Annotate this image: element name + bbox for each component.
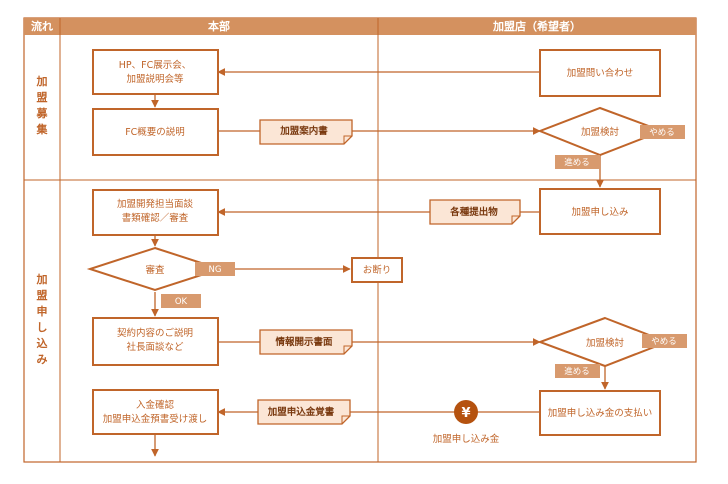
svg-text:募: 募	[36, 106, 49, 120]
svg-text:盟: 盟	[37, 289, 48, 302]
lane-recruit-label: 加 盟 募 集	[36, 74, 49, 136]
money-label: 加盟申し込み金	[433, 433, 500, 445]
doc-guide: 加盟案内書	[259, 119, 353, 145]
doc-receipt: 加盟申込金覚書	[257, 399, 351, 425]
tag-stop-1: やめる	[640, 125, 685, 139]
svg-text:契約内容のご説明: 契約内容のご説明	[117, 327, 193, 339]
lane-apply-label: 加 盟 申 し 込 み	[36, 272, 48, 366]
svg-text:加: 加	[36, 272, 48, 286]
tag-ng: NG	[195, 262, 235, 276]
svg-text:NG: NG	[209, 265, 222, 275]
node-apply: 加盟申し込み	[539, 188, 661, 235]
svg-text:OK: OK	[175, 297, 188, 307]
svg-text:やめる: やめる	[651, 337, 677, 347]
header-flow: 流れ	[31, 19, 53, 33]
tag-stop-2: やめる	[642, 334, 687, 348]
tag-proceed-1: 進める	[555, 155, 600, 169]
svg-text:各種提出物: 各種提出物	[449, 206, 498, 218]
svg-text:FC概要の説明: FC概要の説明	[125, 126, 185, 138]
node-hp-events: HP、FC展示会、 加盟説明会等	[92, 49, 219, 95]
doc-submissions: 各種提出物	[429, 199, 521, 225]
svg-text:情報開示書面: 情報開示書面	[274, 336, 333, 348]
svg-text:進める: 進める	[564, 158, 590, 168]
svg-text:加盟問い合わせ: 加盟問い合わせ	[567, 67, 634, 79]
svg-text:加盟検討: 加盟検討	[581, 126, 620, 138]
svg-text:加: 加	[36, 74, 48, 88]
node-contract: 契約内容のご説明 社長面談など	[92, 317, 219, 366]
svg-text:申: 申	[37, 304, 48, 318]
node-receipt: 入金確認 加盟申込金預書受け渡し	[92, 389, 219, 435]
svg-text:書類確認／審査: 書類確認／審査	[122, 212, 189, 224]
svg-text:加盟申し込み金の支払い: 加盟申し込み金の支払い	[548, 407, 653, 419]
tag-ok: OK	[161, 294, 201, 308]
node-pay: 加盟申し込み金の支払い	[539, 390, 661, 436]
svg-text:社長面談など: 社長面談など	[126, 341, 184, 353]
header-store: 加盟店（希望者）	[492, 19, 581, 33]
svg-text:加盟検討: 加盟検討	[586, 337, 625, 349]
doc-disclosure: 情報開示書面	[259, 329, 353, 355]
svg-text:加盟申し込み: 加盟申し込み	[571, 206, 628, 218]
node-decline: お断り	[351, 257, 403, 283]
svg-text:やめる: やめる	[649, 128, 675, 138]
svg-text:¥: ¥	[461, 406, 470, 421]
svg-text:加盟開発担当面談: 加盟開発担当面談	[117, 198, 194, 210]
svg-text:集: 集	[36, 122, 49, 136]
svg-text:加盟申込金覚書: 加盟申込金覚書	[267, 406, 335, 418]
svg-text:HP、FC展示会、: HP、FC展示会、	[119, 59, 191, 71]
svg-text:し: し	[37, 321, 48, 334]
header-hq: 本部	[208, 19, 230, 33]
svg-text:お断り: お断り	[363, 264, 392, 276]
node-fc-explain: FC概要の説明	[92, 108, 219, 156]
svg-text:審査: 審査	[145, 264, 165, 276]
node-interview: 加盟開発担当面談 書類確認／審査	[92, 189, 219, 236]
svg-text:込: 込	[37, 336, 48, 350]
svg-text:盟: 盟	[37, 91, 48, 104]
svg-text:加盟説明会等: 加盟説明会等	[126, 73, 184, 85]
node-inquiry: 加盟問い合わせ	[539, 49, 661, 97]
tag-proceed-2: 進める	[555, 364, 600, 378]
svg-text:み: み	[37, 353, 48, 366]
svg-text:進める: 進める	[564, 367, 590, 377]
yen-coin-icon: ¥	[454, 400, 478, 424]
header-bar	[24, 18, 696, 35]
svg-text:加盟申込金預書受け渡し: 加盟申込金預書受け渡し	[103, 413, 208, 425]
svg-text:加盟案内書: 加盟案内書	[279, 125, 328, 137]
svg-text:入金確認: 入金確認	[136, 399, 175, 411]
